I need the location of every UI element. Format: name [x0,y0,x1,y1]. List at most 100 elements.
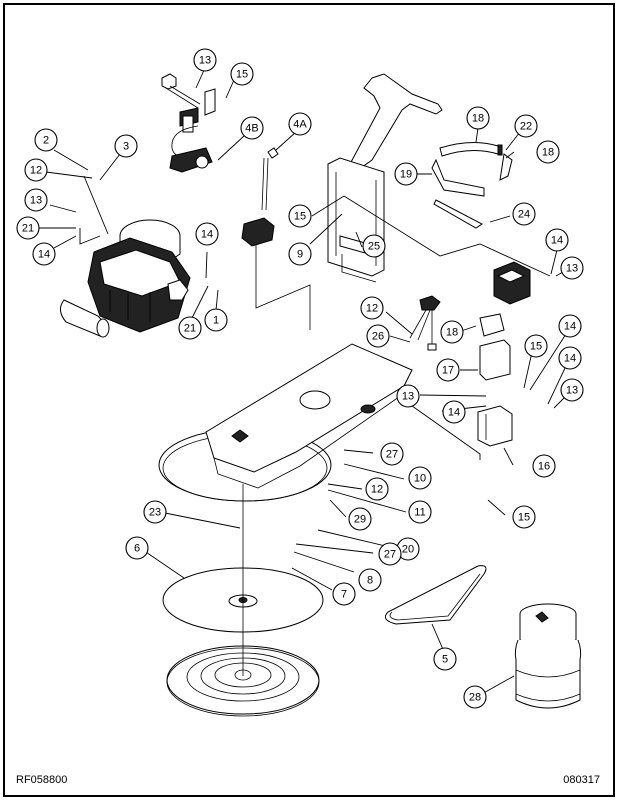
callout-label: 7 [341,589,347,601]
callout-bubble [32,242,56,266]
callout-label: 19 [400,169,412,181]
callout-10: 10 [408,466,432,490]
callout-17: 17 [436,358,460,382]
callout-bubble [558,314,582,338]
callout-bubble [532,454,556,478]
callout-25: 25 [362,234,386,258]
callout-bubble [380,442,404,466]
callout-bubble [408,500,432,524]
callout-bubble [358,568,382,592]
callout-7: 7 [332,582,356,606]
callout-27: 27 [380,442,404,466]
callout-label: 4B [245,123,258,135]
callout-label: 15 [294,211,306,223]
callout-bubble [408,466,432,490]
callout-12: 12 [365,477,389,501]
callout-label: 11 [414,507,425,519]
callout-label: 4A [293,119,307,131]
solenoid-assembly-illustration [161,73,216,173]
callout-label: 14 [448,407,460,419]
drawing-reference-number: RF058800 [16,774,68,786]
callout-label: 10 [414,473,426,485]
callout-16: 16 [532,454,556,478]
callout-bubble [230,62,254,86]
callout-label: 3 [123,141,129,153]
callout-label: 18 [542,147,554,159]
callout-bubble [545,228,569,252]
callout-bubble [143,500,167,524]
callout-28: 28 [463,685,487,709]
callout-label: 26 [372,331,384,343]
callout-14: 14 [32,242,56,266]
callout-bubble [240,116,264,140]
callout-label: 18 [446,327,458,339]
callout-14: 14 [442,400,466,424]
callout-label: 14 [38,249,50,261]
propane-tank-illustration [514,603,582,709]
callout-4b: 4B [240,116,264,140]
callout-bubble [560,378,584,402]
callout-6: 6 [125,536,149,560]
callout-2: 2 [34,128,58,152]
switch-wiring-illustration [409,295,441,351]
callout-label: 22 [520,121,532,133]
callout-4a: 4A [288,112,312,136]
callout-label: 1 [213,315,219,327]
callout-13: 13 [24,188,48,212]
belt-illustration [384,565,487,625]
deck-base-illustration [158,343,413,502]
callout-label: 27 [386,449,398,461]
callout-label: 16 [538,461,550,473]
callout-bubble [288,242,312,266]
callout-13: 13 [560,256,584,280]
callout-bubble [193,48,217,72]
callout-bubble [16,216,40,240]
callout-15: 15 [512,505,536,529]
tank-straps-illustration [431,142,513,229]
callout-label: 14 [551,235,563,247]
callout-13: 13 [560,378,584,402]
callout-label: 12 [366,303,378,315]
callout-label: 12 [371,484,383,496]
callout-bubble [512,202,536,226]
pad-driver-illustration [162,484,324,717]
callout-label: 12 [30,165,42,177]
callout-label: 13 [402,391,414,403]
callout-14: 14 [558,346,582,370]
callout-18: 18 [440,320,464,344]
callout-bubble [512,505,536,529]
callout-label: 21 [184,323,196,335]
callout-bubble [365,477,389,501]
callout-layer: 13 15 4B 4A 2 3 12 13 21 14 14 21 1 18 22 18 19 24 15 9 25 14… [16,48,584,709]
callout-bubble [332,582,356,606]
callout-15: 15 [524,334,548,358]
callout-bubble [466,106,490,130]
callout-bubble [366,324,390,348]
callout-bubble [178,316,202,340]
callout-21: 21 [16,216,40,240]
callout-bubble [24,158,48,182]
callout-24: 24 [512,202,536,226]
callout-bubble [378,542,402,566]
callout-label: 9 [297,249,303,261]
callout-label: 13 [199,55,211,67]
callout-label: 17 [442,365,454,377]
callout-15: 15 [288,204,312,228]
callout-label: 27 [384,549,396,561]
callout-3: 3 [114,134,138,158]
callout-label: 18 [472,113,484,125]
callout-bubble [436,358,460,382]
handle-frame-illustration [327,73,443,283]
callout-13: 13 [193,48,217,72]
callout-14: 14 [195,222,219,246]
callout-label: 29 [354,514,366,526]
callout-12: 12 [24,158,48,182]
callout-1: 1 [204,308,228,332]
callout-21: 21 [178,316,202,340]
callout-label: 5 [442,654,448,666]
callout-bubble [114,134,138,158]
callout-bubble [442,400,466,424]
callout-bubble [348,507,372,531]
battery-illustration [477,313,513,447]
drawing-date-code: 080317 [563,774,600,786]
